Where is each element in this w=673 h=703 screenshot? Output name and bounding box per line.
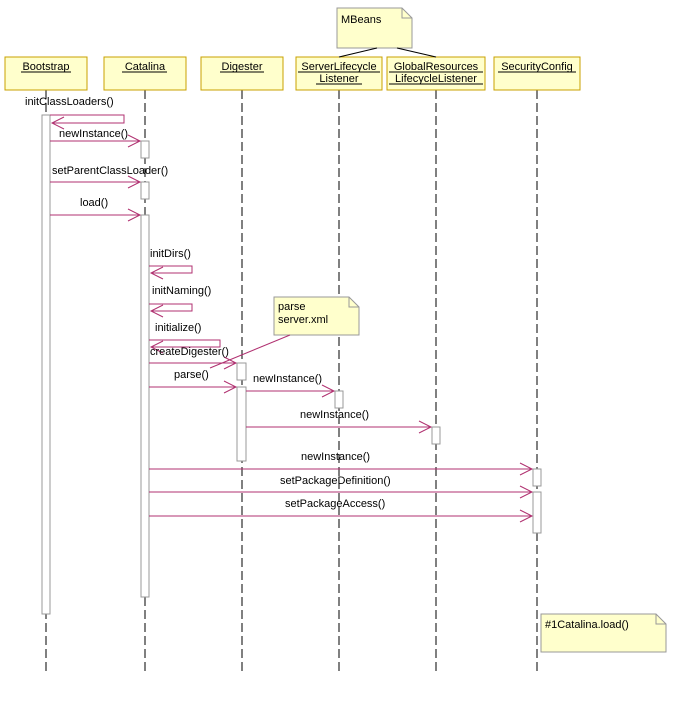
security-config-label: SecurityConfig	[501, 61, 573, 73]
digester-activation-create	[236, 362, 247, 381]
message-label: newInstance()	[59, 128, 128, 140]
global-resources-lifecycle-listener-label-line2: LifecycleListener	[395, 73, 477, 85]
message-label: setPackageDefinition()	[280, 475, 391, 487]
digester-box[interactable]: Digester	[200, 56, 284, 91]
message-create-digester[interactable]: createDigester()	[149, 346, 238, 370]
catalina-label: Catalina	[125, 61, 166, 73]
message-label: newInstance()	[301, 451, 370, 463]
message-label: initNaming()	[152, 285, 211, 297]
catalina-activation-new-instance	[140, 140, 150, 159]
message-label: setParentClassLoader()	[52, 165, 168, 177]
message-initialize[interactable]: initialize()	[149, 322, 221, 354]
parse-server-xml-note: parse server.xml	[209, 296, 360, 369]
message-label: load()	[80, 197, 108, 209]
security-config-box[interactable]: SecurityConfig	[493, 56, 581, 91]
catalina-load-note: #1Catalina.load()	[540, 613, 667, 653]
catalina-activation-set-parent	[140, 181, 150, 200]
message-label: newInstance()	[300, 409, 369, 421]
message-label: setPackageAccess()	[285, 498, 385, 510]
message-new-instance-global-listener[interactable]: newInstance()	[246, 409, 433, 434]
message-new-instance-security-config[interactable]: newInstance()	[149, 451, 534, 476]
message-init-class-loaders[interactable]: initClassLoaders()	[25, 96, 125, 130]
digester-activation-parse	[236, 386, 247, 462]
security-config-activation-methods	[532, 491, 542, 534]
mbeans-note: MBeans	[336, 7, 437, 58]
note-line2: server.xml	[278, 314, 328, 326]
message-set-package-access[interactable]: setPackageAccess()	[149, 498, 534, 523]
server-lifecycle-listener-label-line1: ServerLifecycle	[301, 61, 376, 73]
message-parse[interactable]: parse()	[149, 369, 238, 394]
message-load[interactable]: load()	[50, 197, 142, 222]
server-lifecycle-listener-box[interactable]: ServerLifecycle Listener	[295, 56, 383, 91]
mbeans-note-text: MBeans	[341, 14, 382, 26]
message-label: initClassLoaders()	[25, 96, 114, 108]
server-lifecycle-listener-activation	[334, 390, 344, 409]
note-line1: parse	[278, 301, 306, 313]
global-resources-lifecycle-listener-box[interactable]: GlobalResources LifecycleListener	[386, 56, 486, 91]
catalina-activation-load	[140, 214, 150, 598]
bootstrap-label: Bootstrap	[22, 61, 69, 73]
server-lifecycle-listener-label-line2: Listener	[319, 73, 358, 85]
global-resources-listener-activation	[431, 426, 441, 445]
message-init-naming[interactable]: initNaming()	[149, 285, 211, 318]
message-label: createDigester()	[150, 346, 229, 358]
message-set-package-definition[interactable]: setPackageDefinition()	[149, 475, 534, 499]
global-resources-lifecycle-listener-label-line1: GlobalResources	[394, 61, 479, 73]
message-label: initialize()	[155, 322, 201, 334]
message-init-dirs[interactable]: initDirs()	[149, 248, 193, 280]
bootstrap-activation	[41, 114, 51, 615]
security-config-activation-new	[532, 468, 542, 487]
message-label: parse()	[174, 369, 209, 381]
digester-label: Digester	[222, 61, 263, 73]
message-label: initDirs()	[150, 248, 191, 260]
message-set-parent-class-loader[interactable]: setParentClassLoader()	[50, 165, 168, 189]
message-new-instance-server-listener[interactable]: newInstance()	[246, 373, 336, 398]
bootstrap-box[interactable]: Bootstrap	[4, 56, 88, 91]
message-label: newInstance()	[253, 373, 322, 385]
catalina-box[interactable]: Catalina	[103, 56, 187, 91]
message-new-instance-catalina[interactable]: newInstance()	[50, 128, 142, 148]
catalina-load-note-text: #1Catalina.load()	[545, 619, 629, 631]
